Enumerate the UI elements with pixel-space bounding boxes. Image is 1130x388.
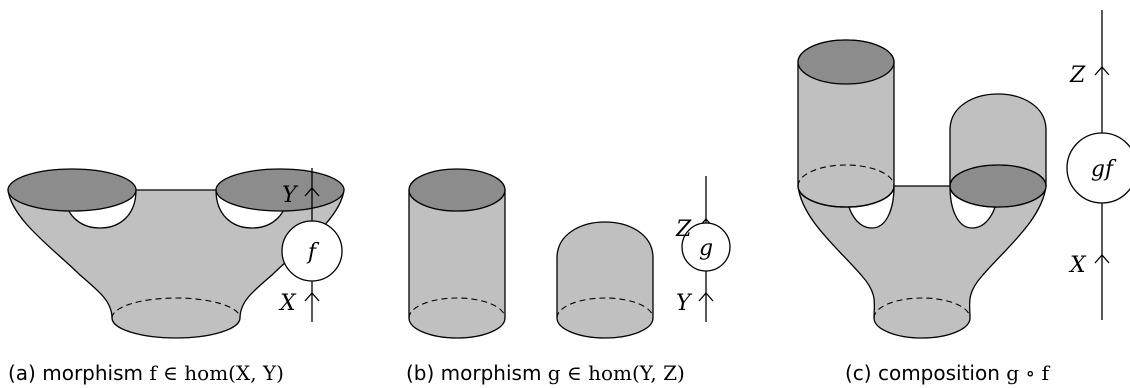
cylinder-surface-b [408, 189, 506, 339]
pants-surface-c [797, 185, 1047, 339]
pants-left-cap-a [7, 168, 137, 212]
arrow-up-icon [304, 187, 320, 197]
morphism-node-b [681, 222, 731, 272]
arrow-up-icon [304, 292, 320, 302]
right-seam-back-c [949, 164, 1047, 187]
panel-b: g Z Y (b) morphism g ∈ hom(Y, Z) [406, 168, 731, 385]
label-top-a: Y [282, 183, 299, 208]
node-label-c: gf [1091, 157, 1117, 182]
panel-a: f Y X (a) morphism f ∈ hom(X, Y) [7, 168, 345, 385]
cap-surface-b [556, 221, 654, 339]
left-seam-back-c [797, 164, 895, 187]
caption-c: (c) composition g ∘ f [845, 361, 1051, 385]
pants-right-cap-a [215, 168, 345, 212]
label-top-c: Z [1069, 63, 1086, 88]
node-label-b: g [699, 236, 713, 261]
pants-bottom-hidden-c [873, 297, 971, 319]
arrow-up-icon [1094, 66, 1110, 76]
pants-surface-a [7, 189, 345, 339]
cap-bottom-hidden-b [556, 297, 654, 319]
morphism-node-c [1066, 132, 1130, 204]
caption-a: (a) morphism f ∈ hom(X, Y) [8, 361, 284, 385]
label-bottom-b: Y [676, 291, 693, 316]
arrow-up-icon [1094, 254, 1110, 264]
left-seam-front-c [797, 185, 895, 208]
label-top-b: Z [675, 217, 692, 242]
morphism-node-a [281, 220, 343, 282]
pants-bottom-hidden-a [111, 297, 241, 319]
panel-c: gf Z X (c) composition g ∘ f [797, 10, 1130, 385]
arrow-up-icon [698, 292, 714, 302]
label-bottom-c: X [1068, 253, 1087, 278]
cylinder-bottom-hidden-b [408, 297, 506, 319]
label-bottom-a: X [278, 291, 297, 316]
caption-b: (b) morphism g ∈ hom(Y, Z) [406, 361, 685, 385]
cylinder-top-cap-c [797, 39, 895, 85]
cylinder-top-cap-b [408, 168, 506, 212]
